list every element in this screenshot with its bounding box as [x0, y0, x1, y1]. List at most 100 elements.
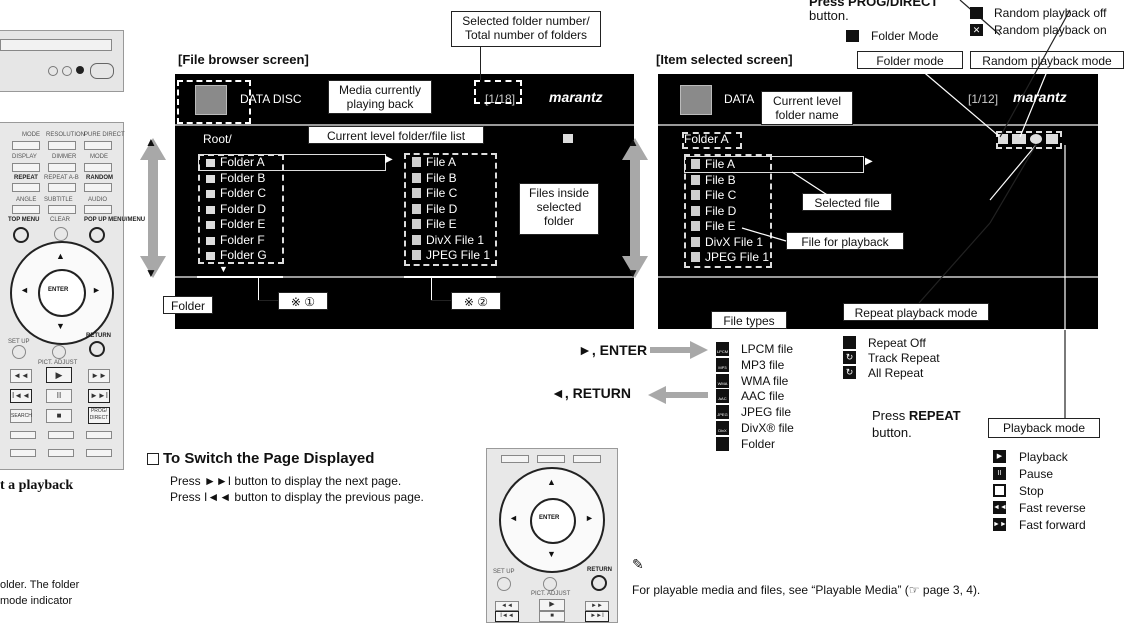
remote-num-1-button[interactable]: [10, 431, 36, 439]
remote-num-4-button[interactable]: [10, 449, 36, 457]
file-label: JPEG File 1: [426, 248, 491, 262]
disc-label: DATA DISC: [240, 92, 302, 106]
file-row[interactable]: DivX File 1: [412, 233, 484, 247]
file-row[interactable]: File A: [412, 155, 456, 169]
remote-num-5-button[interactable]: [48, 449, 74, 457]
folder-row[interactable]: Folder D: [206, 202, 266, 216]
random-off-icon: [970, 7, 983, 19]
file-row[interactable]: File D: [412, 202, 457, 216]
file-row[interactable]: File C: [412, 186, 457, 200]
file-browser-title: [File browser screen]: [178, 52, 309, 67]
folder-row[interactable]: Folder A: [206, 155, 265, 169]
folder-row[interactable]: Folder B: [206, 171, 265, 185]
play-status-icon: [563, 134, 573, 143]
file-row[interactable]: File E: [412, 217, 457, 231]
remote-previous-button[interactable]: I◄◄: [10, 389, 32, 403]
remote-next-button[interactable]: ►►I: [88, 389, 110, 403]
folder-label: Folder C: [220, 186, 267, 200]
remote-clear-button[interactable]: [54, 227, 68, 241]
remote-search-button[interactable]: SEARCH: [10, 409, 32, 423]
remote-prog-direct-button[interactable]: PROG/ DIRECT: [88, 407, 110, 424]
file-icon: [412, 234, 421, 245]
item-file-row[interactable]: JPEG File 1: [691, 250, 769, 264]
remote-subtitle-button[interactable]: [48, 205, 76, 214]
remote-num-3-button[interactable]: [86, 431, 112, 439]
remote-return-button[interactable]: [89, 341, 105, 357]
remote-angle-button[interactable]: [12, 205, 40, 214]
remote-repeat-button[interactable]: [12, 183, 40, 192]
callout-random-mode: Random playback mode: [970, 51, 1124, 69]
item-file-row[interactable]: File A: [691, 157, 735, 171]
remote-resolution-button[interactable]: [48, 141, 76, 150]
remote-repeat-ab-button[interactable]: [48, 183, 76, 192]
folder-icon: [206, 221, 215, 229]
item-file-label: File E: [705, 219, 736, 233]
bottom-next-button[interactable]: ►►I: [585, 611, 609, 622]
remote-pause-button[interactable]: II: [46, 389, 72, 403]
remote-random-button[interactable]: [84, 183, 112, 192]
item-file-icon: [691, 190, 700, 200]
remote-mode2-button[interactable]: [84, 163, 112, 172]
remote-popup-menu-button[interactable]: [89, 227, 105, 243]
remote-play-button[interactable]: ▶: [46, 367, 72, 383]
item-file-row[interactable]: File C: [691, 188, 736, 202]
remote-mode-button[interactable]: [12, 141, 40, 150]
item-file-icon: [691, 159, 700, 169]
file-type-icon: AAC: [716, 389, 729, 404]
item-file-row[interactable]: DivX File 1: [691, 235, 763, 249]
item-file-icon: [691, 236, 700, 247]
remote-pure-direct-button[interactable]: [84, 141, 112, 150]
folder-row[interactable]: Folder C: [206, 186, 266, 200]
playable-media-note: For playable media and files, see “Playa…: [632, 583, 981, 597]
remote-display-button[interactable]: [12, 163, 40, 172]
bottom-pict-adjust-button[interactable]: [543, 577, 557, 591]
bottom-setup-button[interactable]: [497, 577, 511, 591]
remote-pict-adjust-button[interactable]: [52, 345, 66, 359]
file-type-label: JPEG file: [741, 405, 792, 420]
file-row[interactable]: JPEG File 1: [412, 248, 490, 262]
file-label: File E: [426, 217, 457, 231]
random-mode-indicator-icon: [1012, 134, 1026, 144]
bottom-remote-btn-3[interactable]: [573, 455, 601, 463]
path-label: Root/: [203, 132, 232, 146]
remote-audio-button[interactable]: [84, 205, 112, 214]
playback-mode-label: Fast reverse: [1019, 501, 1086, 515]
playback-mode-label: Fast forward: [1019, 518, 1086, 532]
remote-stop-button[interactable]: ■: [46, 409, 72, 423]
remote-dimmer-button[interactable]: [48, 163, 76, 172]
bottom-remote-dpad[interactable]: ENTER ▲ ▼ ◄ ►: [499, 467, 605, 573]
bottom-fast-forward-button[interactable]: ►►: [585, 601, 609, 611]
folder-mode-indicator-icon: [998, 134, 1008, 144]
file-browser-screen: DATA DISC [1/18] marantz Root/ ▶ Folder …: [175, 74, 634, 329]
folder-icon: [206, 252, 215, 260]
bottom-play-button[interactable]: ▶: [539, 599, 565, 611]
remote-num-6-button[interactable]: [86, 449, 112, 457]
folder-row[interactable]: Folder F: [206, 233, 265, 247]
callout-folder-number: Selected folder number/ Total number of …: [451, 11, 601, 47]
bottom-remote-btn-1[interactable]: [501, 455, 529, 463]
callout-folder: Folder: [163, 296, 213, 314]
item-file-row[interactable]: File D: [691, 204, 736, 218]
return-arrow-icon: [648, 386, 708, 404]
file-icon: [412, 188, 421, 198]
bottom-stop-button[interactable]: ■: [539, 611, 565, 622]
remote-label-pict-adjust: PICT. ADJUST: [38, 360, 78, 366]
item-file-row[interactable]: File E: [691, 219, 736, 233]
folder-row[interactable]: Folder E: [206, 217, 265, 231]
remote-dpad[interactable]: ENTER ▲ ▼ ◄ ►: [10, 241, 114, 345]
item-file-row[interactable]: File B: [691, 173, 736, 187]
remote-setup-button[interactable]: [12, 345, 26, 359]
remote-num-2-button[interactable]: [48, 431, 74, 439]
remote-fast-forward-button[interactable]: ►►: [88, 369, 110, 383]
folder-row[interactable]: Folder G: [206, 248, 267, 262]
bottom-remote-btn-2[interactable]: [537, 455, 565, 463]
folder-icon: [206, 159, 215, 167]
file-row[interactable]: File B: [412, 171, 457, 185]
bottom-rewind-button[interactable]: ◄◄: [495, 601, 519, 611]
folder-label: Folder G: [220, 248, 267, 262]
file-type-icon: MP3: [716, 357, 729, 372]
remote-top-menu-button[interactable]: [13, 227, 29, 243]
remote-rewind-button[interactable]: ◄◄: [10, 369, 32, 383]
bottom-return-button[interactable]: [591, 575, 607, 591]
bottom-previous-button[interactable]: I◄◄: [495, 611, 519, 622]
